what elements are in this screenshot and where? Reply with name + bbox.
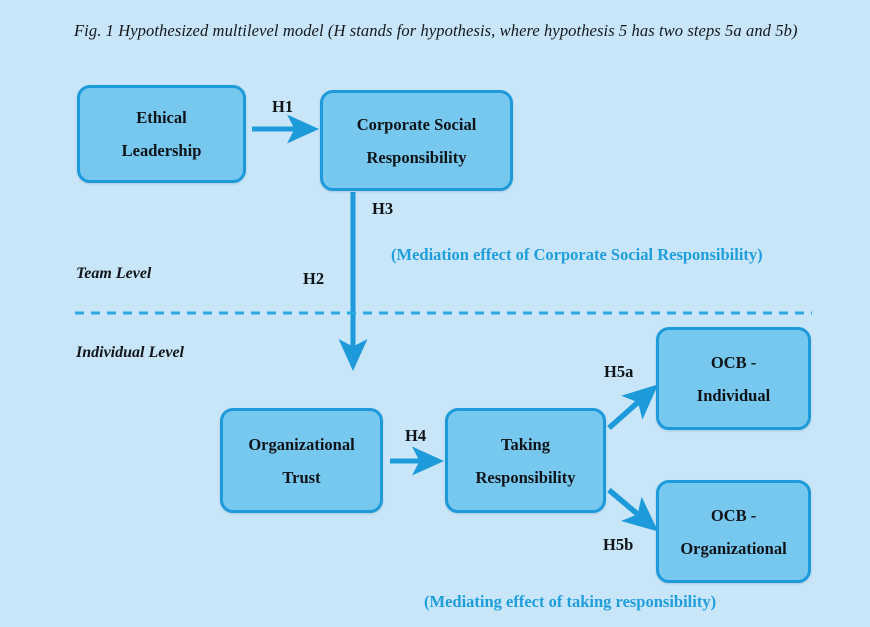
node-line: Taking <box>501 434 550 454</box>
hypothesis-label-h1: H1 <box>272 97 294 116</box>
node-ocb-organizational[interactable]: OCB - Organizational <box>656 480 811 583</box>
node-line: Ethical <box>136 108 187 127</box>
hypothesis-label-h5b: H5b <box>603 535 634 554</box>
node-line: OCB - <box>710 505 757 525</box>
hypothesis-label-h4: H4 <box>405 426 427 445</box>
node-line: Organizational <box>680 538 787 558</box>
node-ocb-individual[interactable]: OCB - Individual <box>656 327 811 430</box>
hypothesis-label-h5a: H5a <box>604 362 634 381</box>
node-line: Organizational <box>248 434 355 454</box>
node-organizational-trust[interactable]: Organizational Trust <box>220 408 383 513</box>
node-corporate-social-responsibility[interactable]: Corporate Social Responsibility <box>320 90 513 191</box>
arrow-h5a <box>607 384 659 431</box>
hypothesis-label-h3: H3 <box>372 199 394 218</box>
node-line: Individual <box>696 385 771 405</box>
node-taking-responsibility[interactable]: Taking Responsibility <box>445 408 606 513</box>
arrow-h5b <box>607 487 659 532</box>
figure-caption: Fig. 1 Hypothesized multilevel model (H … <box>74 21 798 40</box>
level-label-individual: Individual Level <box>76 344 184 361</box>
node-line: Responsibility <box>366 147 467 167</box>
annotation-mediation-effect-csr: (Mediation effect of Corporate Social Re… <box>391 245 763 264</box>
level-label-team: Team Level <box>76 265 152 282</box>
node-ethical-leadership[interactable]: Ethical Leadership <box>77 85 246 183</box>
node-line: Responsibility <box>475 467 576 487</box>
node-line: Corporate Social <box>356 114 477 134</box>
node-line: OCB - <box>710 352 757 372</box>
node-line: Leadership <box>121 141 202 160</box>
hypothesis-label-h2: H2 <box>303 269 325 288</box>
node-line: Trust <box>282 467 321 487</box>
annotation-mediating-effect-taking-responsibility: (Mediating effect of taking responsibili… <box>424 592 717 611</box>
